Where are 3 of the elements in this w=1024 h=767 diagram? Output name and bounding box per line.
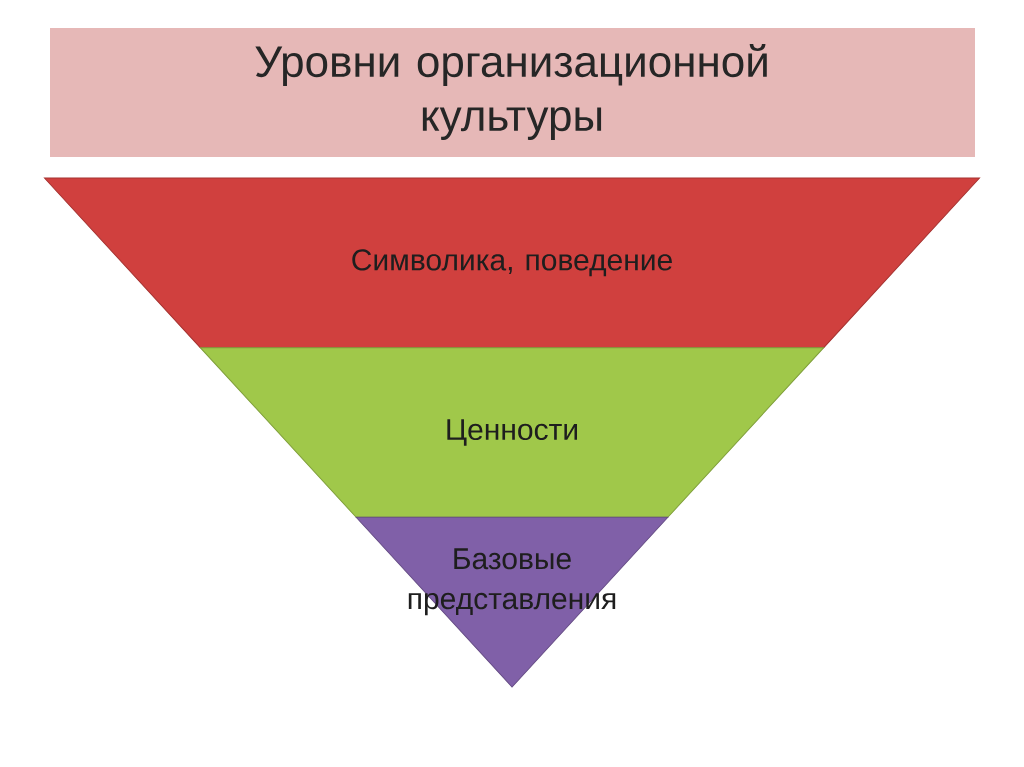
pyramid-level: Ценности: [199, 347, 825, 518]
pyramid-level: Символика, поведение: [44, 177, 980, 349]
title-banner: Уровни организационной культуры: [50, 28, 975, 157]
